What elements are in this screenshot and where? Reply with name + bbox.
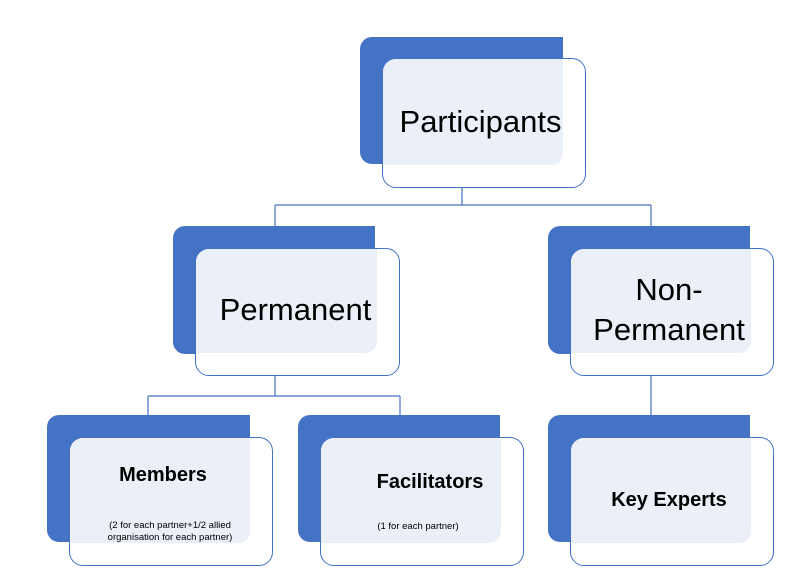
node-permanent-label: Permanent [219,292,372,327]
node-participants-card: Participants [382,58,586,188]
node-members-note-line1: (2 for each partner+1/2 allied [109,520,231,531]
node-key-experts-label: Key Experts [611,489,727,511]
node-non-permanent-label-line1: Non- [635,272,703,307]
connector-permanent-to-children [147,376,401,437]
node-permanent-card: Permanent [195,248,400,376]
node-facilitators-label: Facilitators [376,471,484,493]
node-non-permanent-card: Non- Permanent [570,248,774,376]
node-non-permanent-label-line2: Permanent [593,312,745,347]
node-members-note-line2: organisation for each partner) [107,532,233,543]
connector-root-to-level1 [274,188,652,248]
node-facilitators-note: (1 for each partner) [377,521,459,532]
node-key-experts-card: Key Experts [570,437,774,566]
node-participants-label: Participants [399,104,562,139]
node-members-label: Members [119,464,207,486]
node-facilitators-card: Facilitators (1 for each partner) [320,437,524,566]
node-members-card: Members (2 for each partner+1/2 allied o… [69,437,273,566]
